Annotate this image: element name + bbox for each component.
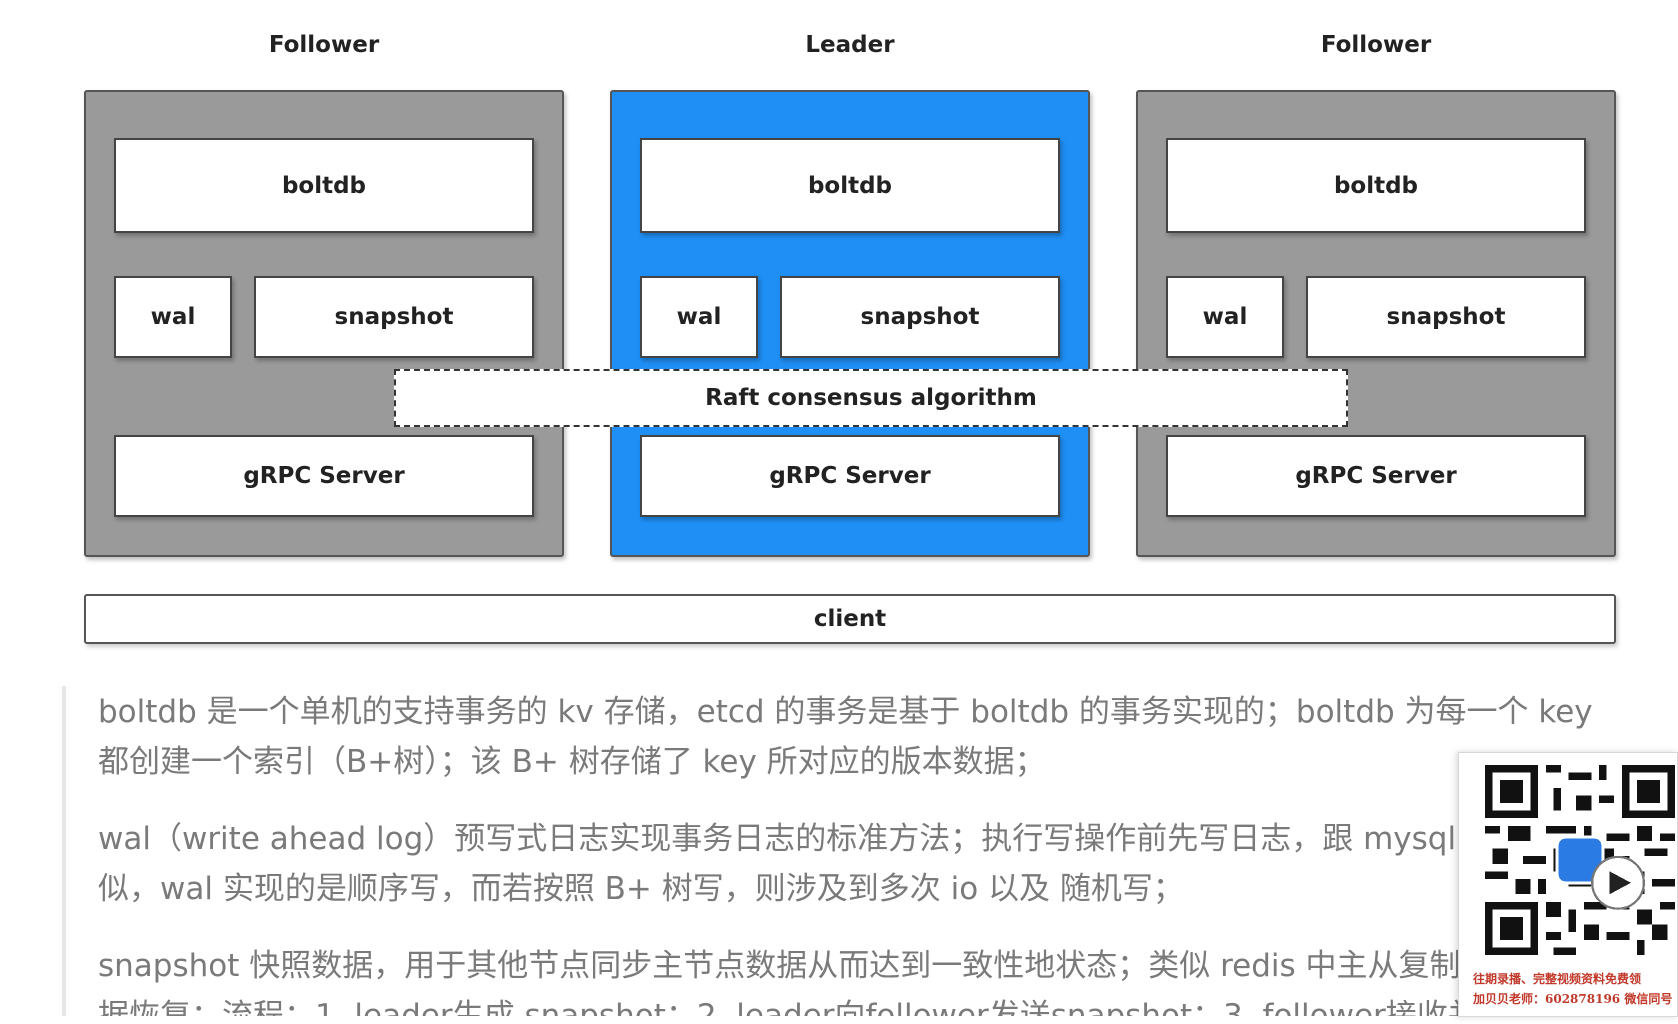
snapshot-box: snapshot [780, 276, 1060, 358]
wal-box: wal [1166, 276, 1284, 358]
qr-code-icon [1485, 765, 1675, 955]
qr-caption-line1: 往期录播、完整视频资料免费领 [1473, 972, 1642, 986]
grpc-server-box: gRPC Server [114, 435, 534, 517]
snapshot-box: snapshot [254, 276, 534, 358]
quote-bar [62, 686, 66, 1016]
page-bottom-edge [0, 1016, 1678, 1024]
description-text: boltdb 是一个单机的支持事务的 kv 存储，etcd 的事务是基于 bol… [62, 686, 1678, 1016]
wal-box: wal [640, 276, 758, 358]
client-box: client [84, 594, 1616, 644]
paragraph-boltdb-line1: boltdb 是一个单机的支持事务的 kv 存储，etcd 的事务是基于 bol… [98, 694, 1593, 730]
paragraph-wal-line1: wal（write ahead log）预写式日志实现事务日志的标准方法；执行写… [98, 821, 1457, 857]
node-title-follower-right: Follower [1320, 32, 1432, 58]
node-title-follower-left: Follower [268, 32, 380, 58]
paragraph-snapshot-line2: 据恢复；流程：1. leader生成 snapshot；2. leader向fo… [98, 998, 1479, 1016]
qr-promo-panel[interactable]: 往期录播、完整视频资料免费领 加贝贝老师：602878196 微信同号 [1458, 752, 1678, 1017]
grpc-server-box: gRPC Server [1166, 435, 1586, 517]
boltdb-box: boltdb [640, 138, 1060, 233]
raft-consensus-box: Raft consensus algorithm [394, 369, 1348, 427]
paragraph-boltdb-line2: 都创建一个索引（B+树）；该 B+ 树存储了 key 所对应的版本数据； [98, 744, 1046, 780]
paragraph-snapshot-line1: snapshot 快照数据，用于其他节点同步主节点数据从而达到一致性地状态；类似… [98, 948, 1461, 984]
qr-caption-line2: 加贝贝老师：602878196 微信同号 [1473, 992, 1673, 1006]
paragraph-wal-line2: 似，wal 实现的是顺序写，而若按照 B+ 树写，则涉及到多次 io 以及 随机… [98, 871, 1184, 907]
boltdb-box: boltdb [114, 138, 534, 233]
grpc-server-box: gRPC Server [640, 435, 1060, 517]
boltdb-box: boltdb [1166, 138, 1586, 233]
snapshot-box: snapshot [1306, 276, 1586, 358]
node-title-leader: Leader [805, 32, 895, 58]
wal-box: wal [114, 276, 232, 358]
